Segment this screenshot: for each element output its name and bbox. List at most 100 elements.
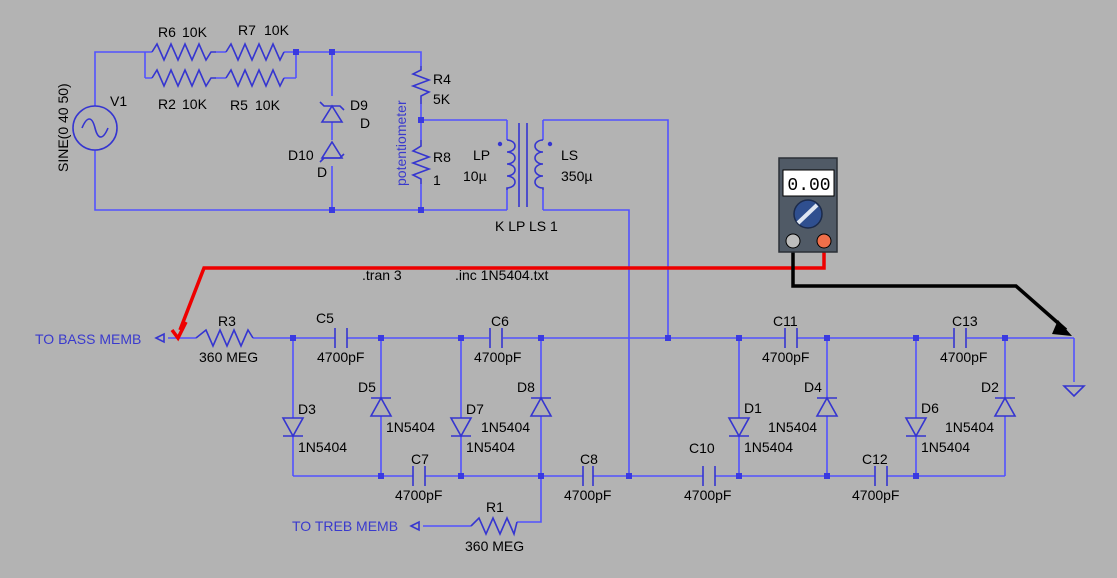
capacitor-c5[interactable]: C5 4700pF [316,310,364,365]
wire-source-bottom [94,150,507,211]
inductor-ls[interactable]: LS 350µ [534,139,592,190]
wire-node-top [296,51,422,66]
d9-value: D [360,115,370,131]
r6-value: 10K [182,24,208,40]
d3-value: 1N5404 [298,439,347,455]
r8-name: R8 [433,149,451,165]
v1-name: V1 [110,93,127,109]
r7-value: 10K [264,22,290,38]
capacitor-c8[interactable]: C8 4700pF [564,451,611,503]
d8-value: 1N5404 [481,419,530,435]
zener-d10[interactable]: D10 D [288,140,345,180]
wires [94,51,1075,527]
resistor-r3[interactable]: R3 360 MEG [195,313,258,365]
wire-r6-branch [144,51,297,78]
multimeter-readout: 0.00 [787,176,830,196]
wire-d8 [423,338,542,527]
c10-name: C10 [689,440,715,456]
include-directive: .inc 1N5404.txt [455,267,548,283]
c7-value: 4700pF [395,487,442,503]
capacitor-c11[interactable]: C11 4700pF [762,313,809,365]
resistor-r1[interactable]: R1 360 MEG [465,499,524,554]
c5-name: C5 [316,310,334,326]
c6-name: C6 [491,313,509,329]
probe-red-lead[interactable] [170,244,826,342]
ls-name: LS [561,147,578,163]
wire-ls [542,119,669,476]
d2-name: D2 [981,379,999,395]
multimeter-v-jack-icon[interactable] [816,233,832,249]
d6-name: D6 [921,400,939,416]
c11-name: C11 [773,313,798,329]
resistor-r7[interactable]: R7 10K [225,22,290,62]
multimeter-dial-icon[interactable] [793,199,823,229]
d8-name: D8 [517,379,535,395]
diode-d7[interactable]: D7 1N5404 [449,401,515,455]
diode-d3[interactable]: D3 1N5404 [281,401,347,455]
diode-d1[interactable]: D1 1N5404 [727,400,793,455]
capacitor-c10[interactable]: C10 4700pF [684,440,731,503]
d4-value: 1N5404 [768,419,817,435]
d5-value: 1N5404 [386,419,435,435]
capacitor-c12[interactable]: C12 4700pF [852,451,899,503]
diode-d8[interactable]: D8 1N5404 [481,379,553,435]
d7-value: 1N5404 [466,439,515,455]
potentiometer-label: potentiometer [393,100,409,186]
junction-dots [290,49,1008,479]
r2-value: 10K [182,96,208,112]
c10-value: 4700pF [684,487,731,503]
d4-name: D4 [804,379,822,395]
capacitor-c6[interactable]: C6 4700pF [474,313,521,365]
resistor-r5[interactable]: R5 10K [225,68,285,113]
zener-d9[interactable]: D9 D [319,97,370,131]
r6-name: R6 [158,24,176,40]
resistor-r6[interactable]: R6 10K [151,24,216,62]
c6-value: 4700pF [474,349,521,365]
net-label-treb-text: TO TREB MEMB [292,518,398,534]
r3-value: 360 MEG [199,349,258,365]
inductor-lp[interactable]: LP 10µ [463,139,516,190]
r7-name: R7 [238,22,256,38]
diode-d2[interactable]: D2 1N5404 [945,379,1017,435]
r5-name: R5 [230,97,248,113]
d1-name: D1 [744,400,762,416]
resistor-r2[interactable]: R2 10K [151,68,216,112]
wire-mid-series [216,51,226,79]
resistor-r4[interactable]: R4 5K [410,66,451,107]
net-label-bass[interactable]: TO BASS MEMB [35,331,165,347]
capacitor-c13[interactable]: C13 4700pF [940,313,987,365]
multimeter-com-jack-icon[interactable] [785,233,801,249]
c11-value: 4700pF [762,349,809,365]
c12-value: 4700pF [852,487,899,503]
probe-black-lead[interactable] [791,244,1072,336]
multimeter[interactable]: 0.00 [778,157,838,253]
c5-value: 4700pF [317,349,364,365]
c8-value: 4700pF [564,487,611,503]
diode-d4[interactable]: D4 1N5404 [768,379,839,435]
d6-value: 1N5404 [921,439,970,455]
diode-d5[interactable]: D5 1N5404 [358,379,435,435]
d7-name: D7 [466,401,484,417]
d10-name: D10 [288,147,314,163]
d1-value: 1N5404 [744,439,793,455]
r1-name: R1 [486,499,504,515]
net-label-treb[interactable]: TO TREB MEMB [292,518,420,534]
d2-value: 1N5404 [945,419,994,435]
r8-value: 1 [433,172,441,188]
lp-name: LP [473,147,490,163]
c13-value: 4700pF [940,349,987,365]
wire-source-top [94,51,145,106]
d10-value: D [317,164,327,180]
voltage-source-v1[interactable]: V1 SINE(0 40 50) [55,83,127,172]
capacitor-c7[interactable]: C7 4700pF [395,451,442,503]
d3-name: D3 [298,401,316,417]
r1-value: 360 MEG [465,538,524,554]
resistor-r8[interactable]: R8 1 [410,140,451,188]
diode-d6[interactable]: D6 1N5404 [904,400,970,455]
ground-symbol[interactable] [1062,385,1086,398]
ls-value: 350µ [561,168,592,184]
c8-name: C8 [580,451,598,467]
r4-name: R4 [433,71,451,87]
transformer-core [518,123,528,207]
